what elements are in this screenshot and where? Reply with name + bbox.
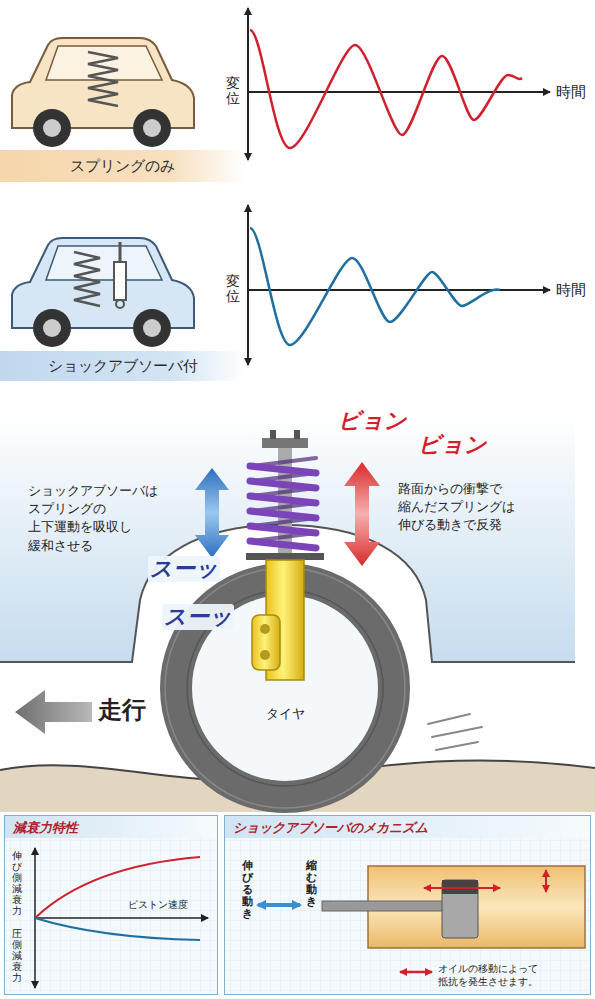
speed-lines-part <box>428 714 470 724</box>
speed-lines-part <box>432 727 482 737</box>
mechanism-drawing-part <box>545 870 547 892</box>
mechanism-drawing-part <box>424 887 500 889</box>
car-spring-only <box>12 38 194 147</box>
panel-grounds-part <box>4 815 218 995</box>
axis-label: 変位 <box>226 76 240 107</box>
car-spring-only-part <box>43 119 61 137</box>
displacement-graph <box>248 8 550 160</box>
motion-arrows-part <box>195 468 229 558</box>
panel-grounds-part <box>4 815 218 995</box>
mechanism-drawing-part <box>400 971 432 974</box>
shock-absorber-part-part <box>250 541 316 548</box>
panel-title: 減衰力特性 <box>13 819 78 837</box>
car-with-shock-part <box>133 309 171 347</box>
car-with-shock-part <box>143 319 161 337</box>
damping-graph-part <box>35 918 200 940</box>
motion-arrows-part <box>15 690 92 734</box>
shock-absorber-part <box>252 615 280 670</box>
panel-grounds-part <box>224 815 591 995</box>
axis-label: 時間 <box>556 83 586 101</box>
axis-label: 時間 <box>556 281 586 299</box>
axis-label: 圧側減衰力 <box>12 928 22 983</box>
speed-lines <box>428 714 482 750</box>
damping-graph <box>35 848 208 988</box>
car-with-shock-part <box>116 300 124 308</box>
note-text: オイルの移動によって 抵抗を発生させます。 <box>438 962 540 989</box>
displacement-graph-part <box>247 8 249 160</box>
panel-title: ショックアブソーバのメカニズム <box>233 819 428 837</box>
shock-absorber-part <box>294 430 300 439</box>
car-with-shock <box>12 238 194 347</box>
displacement-graph-part <box>250 30 522 148</box>
motion-label: 伸びる動き <box>242 860 253 920</box>
callout-text: 路面からの衝撃で 縮んだスプリングは 伸びる動きで反発 <box>398 480 533 535</box>
displacement-graph <box>248 205 550 365</box>
car-with-shock-part <box>43 319 61 337</box>
panel-grounds <box>4 815 591 995</box>
car-spring-only-part <box>133 109 171 147</box>
sound-effect: ビョン <box>418 432 487 458</box>
panel-grounds-part <box>225 816 590 838</box>
car-with-shock-part <box>114 262 126 300</box>
sound-effect: スーッ <box>162 604 234 630</box>
motion-arrows-part <box>344 462 380 566</box>
panel-grounds-part <box>224 815 591 995</box>
shock-absorber-part <box>260 650 270 660</box>
car-spring-only-part <box>33 109 71 147</box>
car-spring-only-part <box>46 46 162 80</box>
displacement-graph-part <box>248 91 550 93</box>
motion-label: 縮む動き <box>306 860 317 908</box>
displacement-graph-part <box>247 205 249 365</box>
shock-absorber-part <box>260 624 270 634</box>
shock-absorber-part-part <box>250 466 316 473</box>
caption-band: スプリングのみ <box>0 150 245 182</box>
sound-effect: ビョン <box>338 408 407 434</box>
motion-arrows <box>15 462 380 734</box>
mechanism-drawing-part <box>322 901 444 911</box>
caption-band: ショックアブソーバ付 <box>0 351 245 381</box>
shock-absorber-part-part <box>250 511 316 518</box>
mechanism-drawing-part <box>258 903 300 907</box>
panel-grounds-part <box>5 816 217 838</box>
car-spring-only-part <box>143 119 161 137</box>
displacement-graph-part <box>250 228 500 345</box>
shock-absorber-part <box>262 438 308 448</box>
shock-absorber <box>246 430 324 680</box>
car-with-shock-part <box>119 242 122 264</box>
car-with-shock-part <box>74 252 100 306</box>
car-with-shock-part <box>46 246 162 280</box>
damping-graph-part <box>35 917 208 919</box>
damping-graph-part <box>35 857 200 918</box>
band-text: ショックアブソーバ付 <box>48 357 198 376</box>
shock-absorber-part <box>246 553 324 560</box>
part-name: タイヤ <box>255 706 315 722</box>
axis-label: 伸び側減衰力 <box>12 850 22 916</box>
car-with-shock-part <box>33 309 71 347</box>
shock-absorber-part-part <box>250 481 316 488</box>
shock-absorber-part <box>250 466 316 548</box>
car-spring-only-part <box>88 52 118 106</box>
displacement-graph-part <box>248 289 550 291</box>
axis-label: ピストン速度 <box>128 899 188 911</box>
band-text: スプリングのみ <box>70 157 175 176</box>
axis-label: 変位 <box>226 274 240 305</box>
sound-effect: スーッ <box>148 556 220 582</box>
callout-text: ショックアブソーバは スプリングの 上下運動を吸収し 緩和させる <box>28 482 178 555</box>
shock-absorber-part-part <box>250 526 316 533</box>
shock-absorber-part-part <box>250 496 316 503</box>
shock-absorber-part <box>270 430 276 439</box>
speed-lines-part <box>436 742 478 750</box>
direction-label: 走行 <box>98 696 146 725</box>
